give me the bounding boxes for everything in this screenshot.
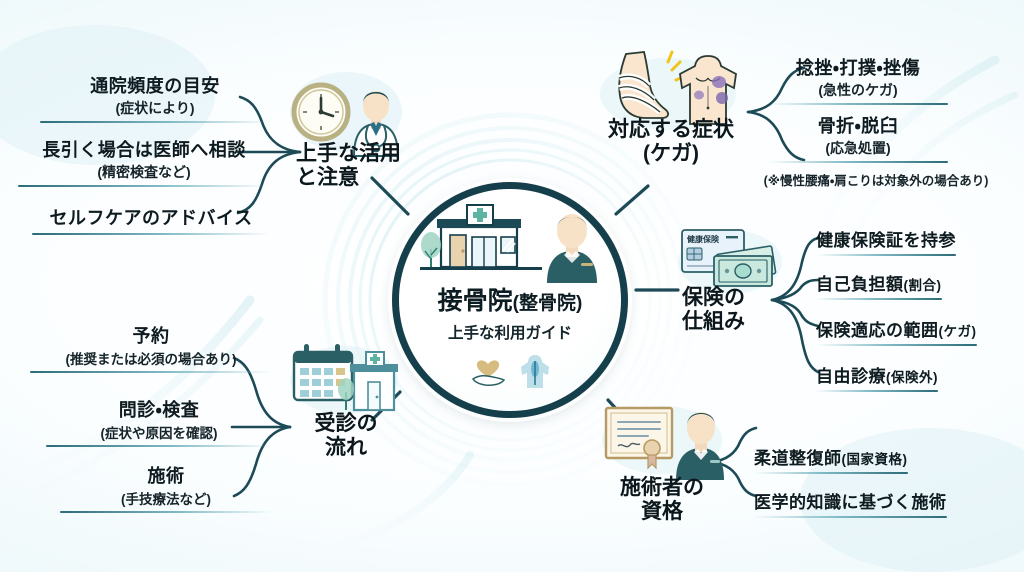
center-title-main: 接骨院 — [437, 287, 513, 315]
clinic-building-small-icon — [338, 351, 398, 412]
center-hub: 接骨院(整骨院) 上手な利用ガイド — [392, 182, 628, 418]
underline-bar — [40, 121, 270, 123]
item-usage-0: 通院頻度の目安 (症状により) — [40, 72, 270, 123]
underline-bar — [18, 185, 270, 187]
symptoms-note: (※慢性腰痛・肩こりは対象外の場合あり) — [763, 174, 989, 188]
injured-foot-and-bruised-torso-icon — [598, 48, 744, 132]
item-insurance-1: 自己負担額(割合) — [816, 270, 942, 300]
underline-bar — [816, 254, 956, 256]
center-title: 接骨院(整骨院) — [438, 281, 583, 317]
hub-label-visitflow: 受診の 流れ — [314, 412, 378, 459]
underline-bar — [768, 161, 948, 163]
tree-icon — [421, 232, 441, 267]
underline-bar — [768, 103, 948, 105]
hub-label-symptoms: 対応する症状 (ケガ) — [608, 118, 734, 165]
hub-label-insurance: 保険の 仕組み — [682, 286, 745, 333]
item-symptoms-1: 骨折・脱臼 (応急処置) — [768, 112, 948, 163]
item-insurance-2: 保険適応の範囲(ケガ) — [816, 316, 977, 346]
calendar-and-clinic-icon — [288, 340, 400, 418]
item-qualification-0: 柔道整復師(国家資格) — [754, 444, 908, 474]
hub-label-qualification: 施術者の 資格 — [620, 476, 704, 523]
center-subtitle: 上手な利用ガイド — [447, 325, 572, 342]
practitioner-icon — [539, 205, 605, 283]
underline-bar — [816, 390, 938, 392]
underline-bar — [816, 298, 942, 300]
spoke-symptoms — [614, 184, 650, 216]
certificate-icon — [604, 406, 674, 470]
underline-bar — [754, 516, 947, 518]
underline-bar — [46, 445, 272, 447]
svg-text:健康保険: 健康保険 — [686, 234, 720, 244]
underline-bar — [60, 511, 272, 513]
insurance-card-and-cash-icon: 健康保険 — [674, 222, 786, 298]
practitioner-figure — [676, 412, 724, 480]
cash-icon — [713, 245, 777, 287]
bruised-torso — [679, 55, 737, 125]
heart-in-hand-icon — [471, 357, 506, 387]
item-usage-2: セルフケアのアドバイス — [32, 204, 270, 235]
certificate-and-practitioner-icon — [600, 398, 726, 480]
underline-bar — [30, 371, 272, 373]
item-symptoms-0: 捻挫・打撲・挫傷 (急性のケガ) — [768, 54, 948, 105]
underline-bar — [754, 472, 908, 474]
hub-label-usage: 上手な活用 と注意 — [296, 142, 401, 189]
body-spine-icon — [519, 353, 551, 389]
item-insurance-3: 自由診療(保険外) — [816, 362, 938, 392]
item-visitflow-0: 予約 (推奨または必須の場合あり) — [30, 322, 272, 373]
center-title-paren: (整骨院) — [512, 293, 583, 314]
item-visitflow-2: 施術 (手技療法など) — [60, 462, 272, 513]
underline-bar — [32, 233, 270, 235]
calendar-icon — [292, 344, 354, 402]
doctor-figure — [352, 91, 400, 157]
underline-bar — [816, 344, 977, 346]
clock-and-doctor-icon — [288, 70, 408, 157]
item-usage-1: 長引く場合は医師へ相談 (精密検査など) — [18, 136, 270, 187]
item-insurance-0: 健康保険証を持参 — [816, 226, 956, 256]
item-visitflow-1: 問診・検査 (症状や原因を確認) — [46, 396, 272, 447]
clinic-building-icon — [417, 203, 545, 283]
item-qualification-1: 医学的知識に基づく施術 — [754, 488, 947, 518]
bandaged-foot — [617, 50, 688, 119]
